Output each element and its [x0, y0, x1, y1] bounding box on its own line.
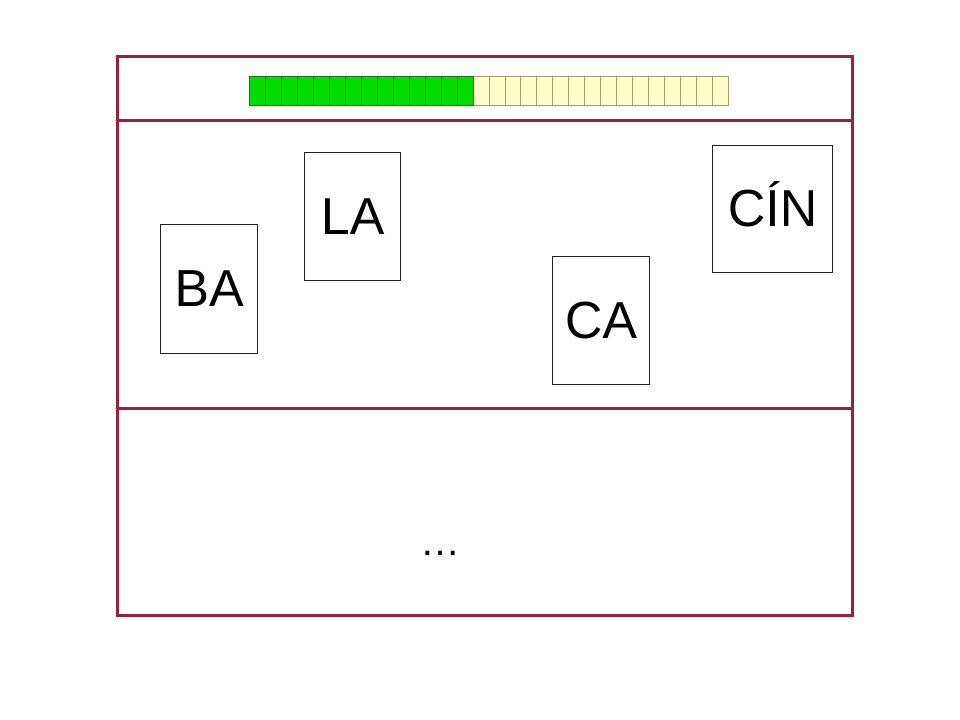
progress-segment-empty — [521, 76, 538, 106]
progress-segment-filled — [281, 76, 298, 106]
progress-bar — [249, 76, 730, 106]
progress-segment-filled — [265, 76, 282, 106]
syllable-card-cin[interactable]: CÍN — [712, 145, 833, 273]
progress-segment-empty — [585, 76, 602, 106]
progress-segment-filled — [377, 76, 394, 106]
progress-segment-filled — [393, 76, 410, 106]
progress-segment-empty — [505, 76, 522, 106]
progress-segment-filled — [361, 76, 378, 106]
syllable-card-ca[interactable]: CA — [552, 256, 650, 385]
progress-segment-filled — [409, 76, 426, 106]
progress-segment-empty — [649, 76, 666, 106]
syllable-card-ba[interactable]: BA — [160, 224, 258, 354]
progress-segment-empty — [569, 76, 586, 106]
progress-segment-empty — [713, 76, 730, 106]
answer-placeholder: … — [420, 520, 462, 564]
answer-panel — [116, 407, 854, 617]
progress-segment-empty — [537, 76, 554, 106]
progress-segment-empty — [665, 76, 682, 106]
progress-segment-filled — [297, 76, 314, 106]
progress-segment-empty — [697, 76, 714, 106]
progress-segment-filled — [425, 76, 442, 106]
progress-segment-empty — [601, 76, 618, 106]
progress-segment-empty — [681, 76, 698, 106]
progress-segment-filled — [345, 76, 362, 106]
progress-segment-filled — [313, 76, 330, 106]
progress-segment-filled — [457, 76, 474, 106]
progress-segment-filled — [249, 76, 266, 106]
progress-segment-empty — [489, 76, 506, 106]
progress-segment-empty — [553, 76, 570, 106]
syllable-card-la[interactable]: LA — [304, 152, 401, 281]
progress-segment-empty — [473, 76, 490, 106]
progress-segment-empty — [633, 76, 650, 106]
progress-segment-filled — [441, 76, 458, 106]
answer-slot: … — [116, 520, 854, 565]
progress-segment-empty — [617, 76, 634, 106]
progress-segment-filled — [329, 76, 346, 106]
